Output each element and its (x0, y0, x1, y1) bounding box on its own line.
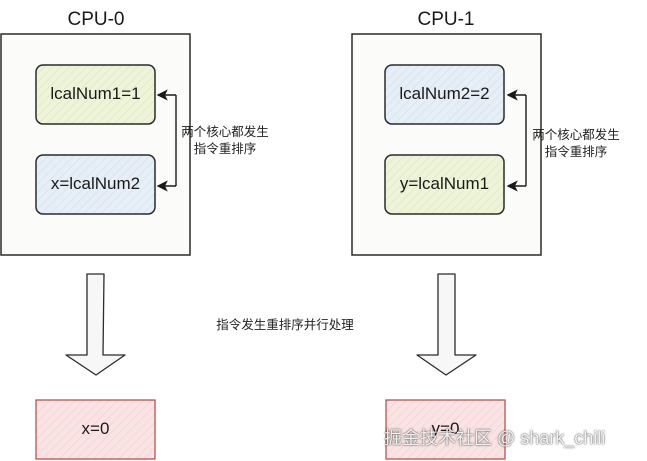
cpu-1-instruction-1-hatch (385, 65, 504, 124)
cpu-0-instruction-1-hatch (36, 65, 155, 124)
cpu-1-instruction-1-text: lcalNum2=2 (399, 84, 490, 103)
cpu-1-instruction-2-text: y=lcalNum1 (399, 174, 490, 193)
cpu-0-reorder-note-line-1: 两个核心都发生 (181, 125, 269, 139)
cpu-1-result-text: y=0 (431, 419, 460, 438)
cpu-0-instruction-2-text: x=lcalNum2 (50, 174, 141, 193)
cpu-1-result-hatch (386, 400, 505, 459)
cpu-1-down-arrow (416, 273, 477, 376)
parallel-reorder-label: 指令发生重排序并行处理 (216, 318, 354, 332)
cpu-0-down-arrow (65, 273, 126, 376)
cpu-1-reorder-note-line-2: 指令重排序 (544, 145, 608, 159)
cpu-1-reorder-note: 两个核心都发生 指令重排序 (526, 127, 626, 161)
cpu-0-reorder-note: 两个核心都发生 指令重排序 (175, 124, 275, 158)
cpu-1-reorder-note-line-1: 两个核心都发生 (532, 128, 620, 142)
cpu-0-instruction-2-hatch (36, 155, 155, 214)
cpu-0-instruction-1-text: lcalNum1=1 (50, 84, 141, 103)
cpu-1-instruction-2-hatch (385, 155, 504, 214)
cpu-0-result-text: x=0 (81, 419, 110, 438)
cpu-1-title: CPU-1 (417, 9, 475, 30)
cpu-0-result-hatch (36, 400, 155, 459)
cpu-0-reorder-note-line-2: 指令重排序 (193, 142, 257, 156)
cpu-0-title: CPU-0 (67, 9, 125, 30)
watermark: 掘金技术社区 @ shark_chili (384, 428, 606, 448)
